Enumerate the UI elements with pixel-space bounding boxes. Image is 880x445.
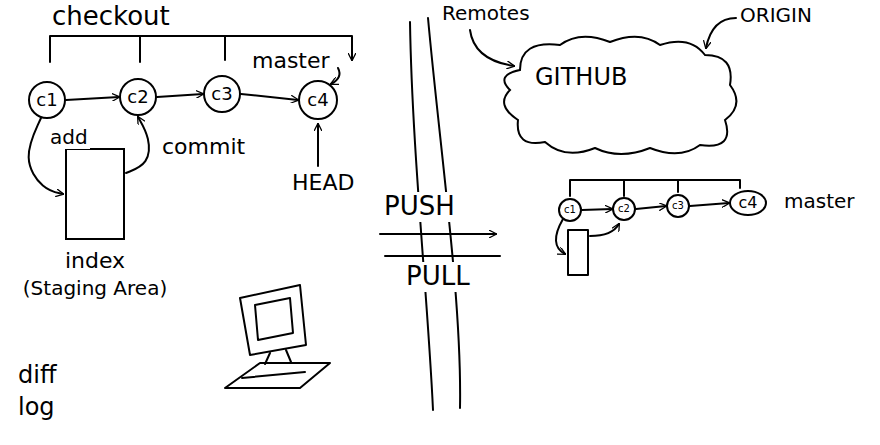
- pull-line: [385, 255, 500, 257]
- commit-circle: c1: [558, 198, 582, 222]
- pointer-arrow: [470, 30, 514, 66]
- commit-arrow: [582, 209, 612, 210]
- cloud-outline: [490, 30, 745, 160]
- node-text: c1: [564, 204, 576, 216]
- command-label: PULL: [404, 262, 472, 292]
- commit-arrow: [636, 206, 666, 209]
- staging-box: [568, 230, 588, 275]
- computer-keyboard: [225, 363, 330, 388]
- repo-bracket: [570, 180, 740, 196]
- computer-screen: [255, 298, 293, 340]
- computer-keyboard: [242, 372, 305, 378]
- section-label: Remotes: [440, 2, 532, 25]
- node-text: c4: [307, 90, 328, 111]
- staging-area-box: index (Staging Area): [23, 148, 167, 300]
- edge-label: commit: [160, 134, 247, 159]
- node-text: c1: [36, 90, 57, 111]
- node-text: c3: [672, 200, 684, 212]
- node-text: c2: [618, 203, 630, 215]
- commit-arrow: [241, 94, 298, 100]
- commit-circle: c3: [203, 75, 241, 113]
- pointer-arrow: [317, 124, 319, 166]
- remote-label: ORIGIN: [738, 4, 814, 27]
- commit-circle: c1: [28, 81, 66, 119]
- commit-arrow: [590, 224, 619, 236]
- edge-label: add: [48, 126, 90, 149]
- branch-label: master: [782, 190, 857, 213]
- commit-circle: c4: [298, 80, 338, 120]
- command-label: log: [16, 394, 57, 422]
- staging-box-outline: [65, 148, 125, 240]
- pointer-arrow: [706, 18, 736, 48]
- command-label: diff: [16, 362, 58, 390]
- commit-circle: c2: [612, 197, 636, 221]
- node-text: c3: [211, 84, 232, 105]
- commit-arrow: [126, 117, 149, 173]
- bracket-tick: [623, 180, 625, 196]
- node-text: GITHUB: [535, 64, 627, 92]
- push-arrow: [380, 233, 496, 235]
- bracket-tick: [224, 36, 226, 60]
- area-title: index: [65, 248, 125, 273]
- commit-ellipse: c4: [729, 190, 767, 216]
- bracket-tick: [677, 180, 679, 192]
- area-subtitle: (Staging Area): [23, 277, 167, 300]
- commit-circle: c2: [119, 78, 157, 116]
- node-text: c2: [127, 87, 148, 108]
- commit-arrow: [690, 203, 729, 206]
- add-arrow: [556, 219, 565, 254]
- computer-monitor: [240, 285, 306, 355]
- command-label: checkout: [50, 2, 172, 32]
- node-text: c4: [739, 194, 758, 212]
- pointer-arrow: [331, 68, 339, 84]
- computer-stand: [265, 350, 291, 364]
- pointer-label: HEAD: [290, 170, 356, 195]
- commit-circle: c3: [666, 194, 690, 218]
- cloud-outline: [504, 37, 736, 154]
- commit-arrow: [66, 97, 119, 100]
- command-label: PUSH: [382, 192, 457, 222]
- commit-arrow: [157, 94, 203, 97]
- bracket-tick: [139, 36, 141, 62]
- branch-label: master: [250, 48, 332, 73]
- remote-cloud: GITHUB: [490, 30, 745, 160]
